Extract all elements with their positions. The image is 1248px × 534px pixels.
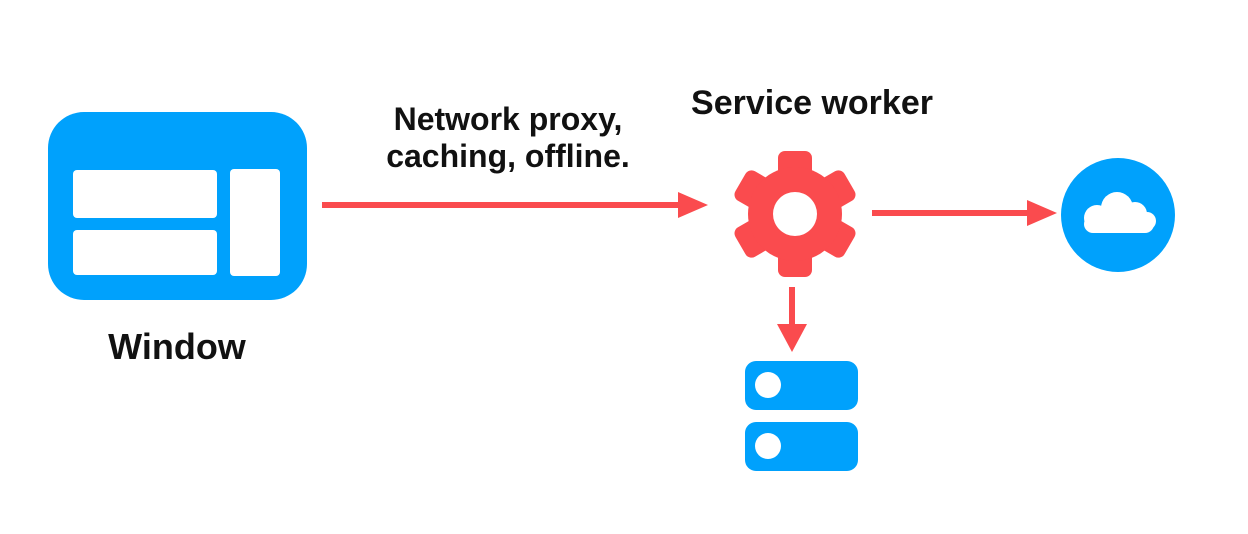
cloud-icon	[1061, 158, 1175, 272]
edge-label-line2: caching, offline.	[386, 138, 630, 174]
server-indicator-bottom	[755, 433, 781, 459]
browser-window-icon	[48, 112, 307, 300]
window-content-bar-top	[73, 170, 217, 218]
edge-label-line1: Network proxy,	[393, 101, 623, 137]
server-indicator-top	[755, 372, 781, 398]
arrow-worker-to-internet	[872, 200, 1057, 226]
edge-window-to-worker-label: Network proxy, caching, offline.	[358, 101, 658, 175]
arrow-head-right-icon	[678, 192, 708, 218]
window-label: Window	[108, 326, 246, 367]
gear-icon	[734, 151, 856, 277]
window-sidebar-bar	[230, 169, 280, 276]
arrow-worker-to-cache	[777, 287, 807, 352]
arrow-head-down-icon	[777, 324, 807, 352]
window-content-bar-bottom	[73, 230, 217, 275]
arrow-head-right-icon	[1027, 200, 1057, 226]
server-stack-icon	[745, 361, 858, 471]
gear-hole	[773, 192, 817, 236]
service-worker-label: Service worker	[691, 84, 933, 122]
cloud-shape	[1084, 192, 1156, 233]
arrow-window-to-worker	[322, 192, 708, 218]
